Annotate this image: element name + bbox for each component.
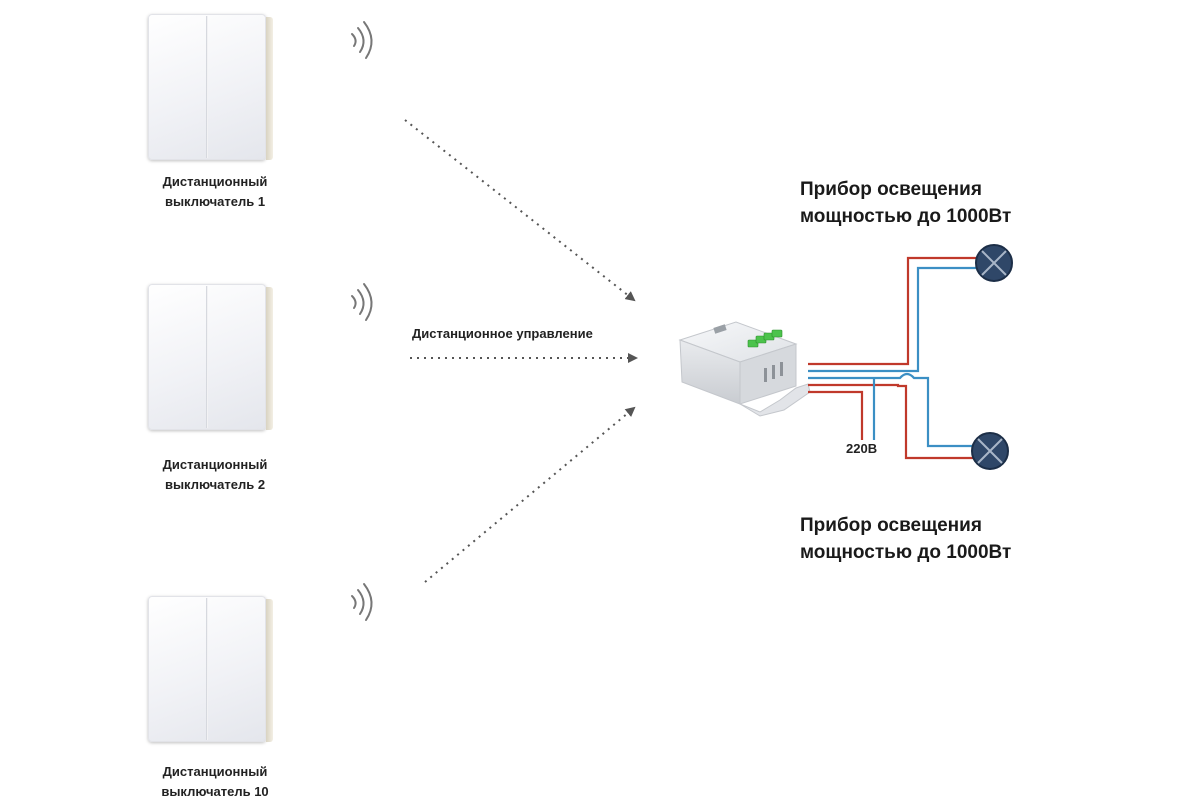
- switch-edge: [266, 17, 273, 160]
- wifi-signal-icon: [351, 283, 373, 321]
- switch-1-label-line2: выключатель 1: [164, 194, 266, 209]
- voltage-label: 220В: [846, 441, 878, 456]
- lamp-1-title-line1: Прибор освещения: [800, 179, 982, 200]
- switch-seam: [206, 598, 208, 740]
- switch-2-label-line2: выключатель 2: [164, 477, 266, 492]
- switch-10-label-line2: выключатель 10: [161, 784, 269, 799]
- wireless-switch-2: [148, 284, 274, 432]
- switch-seam: [206, 286, 208, 428]
- switch-1-label: Дистанционный выключатель 1: [140, 172, 290, 212]
- switch-seam: [206, 16, 208, 158]
- lamp-2-title-line2: мощностью до 1000Вт: [800, 542, 1012, 563]
- switch-1-label-line1: Дистанционный: [162, 174, 268, 189]
- relay-module: [678, 321, 811, 417]
- switch-2-label: Дистанционный выключатель 2: [140, 455, 290, 495]
- switch-2-label-line1: Дистанционный: [162, 457, 268, 472]
- switch-10-label: Дистанционный выключатель 10: [140, 762, 290, 802]
- wireless-switch-10: [148, 596, 274, 744]
- switch-10-label-line1: Дистанционный: [162, 764, 268, 779]
- lamp-1-title-line2: мощностью до 1000Вт: [800, 206, 1012, 227]
- lamp-2-title: Прибор освещения мощностью до 1000Вт: [800, 512, 1011, 566]
- lamp-icon: [971, 432, 1009, 470]
- switch-edge: [266, 599, 273, 742]
- wiring: [808, 256, 984, 460]
- signal-arrow-1: [404, 119, 636, 302]
- lamp-2-title-line1: Прибор освещения: [800, 515, 982, 536]
- lamp-1-title: Прибор освещения мощностью до 1000Вт: [800, 176, 1011, 230]
- wifi-signal-icon: [351, 21, 373, 59]
- lamp-icon: [975, 244, 1013, 282]
- remote-control-label: Дистанционное управление: [412, 326, 593, 341]
- switch-edge: [266, 287, 273, 430]
- signal-arrow-10: [424, 406, 636, 583]
- wifi-signal-icon: [351, 583, 373, 621]
- wireless-switch-1: [148, 14, 274, 162]
